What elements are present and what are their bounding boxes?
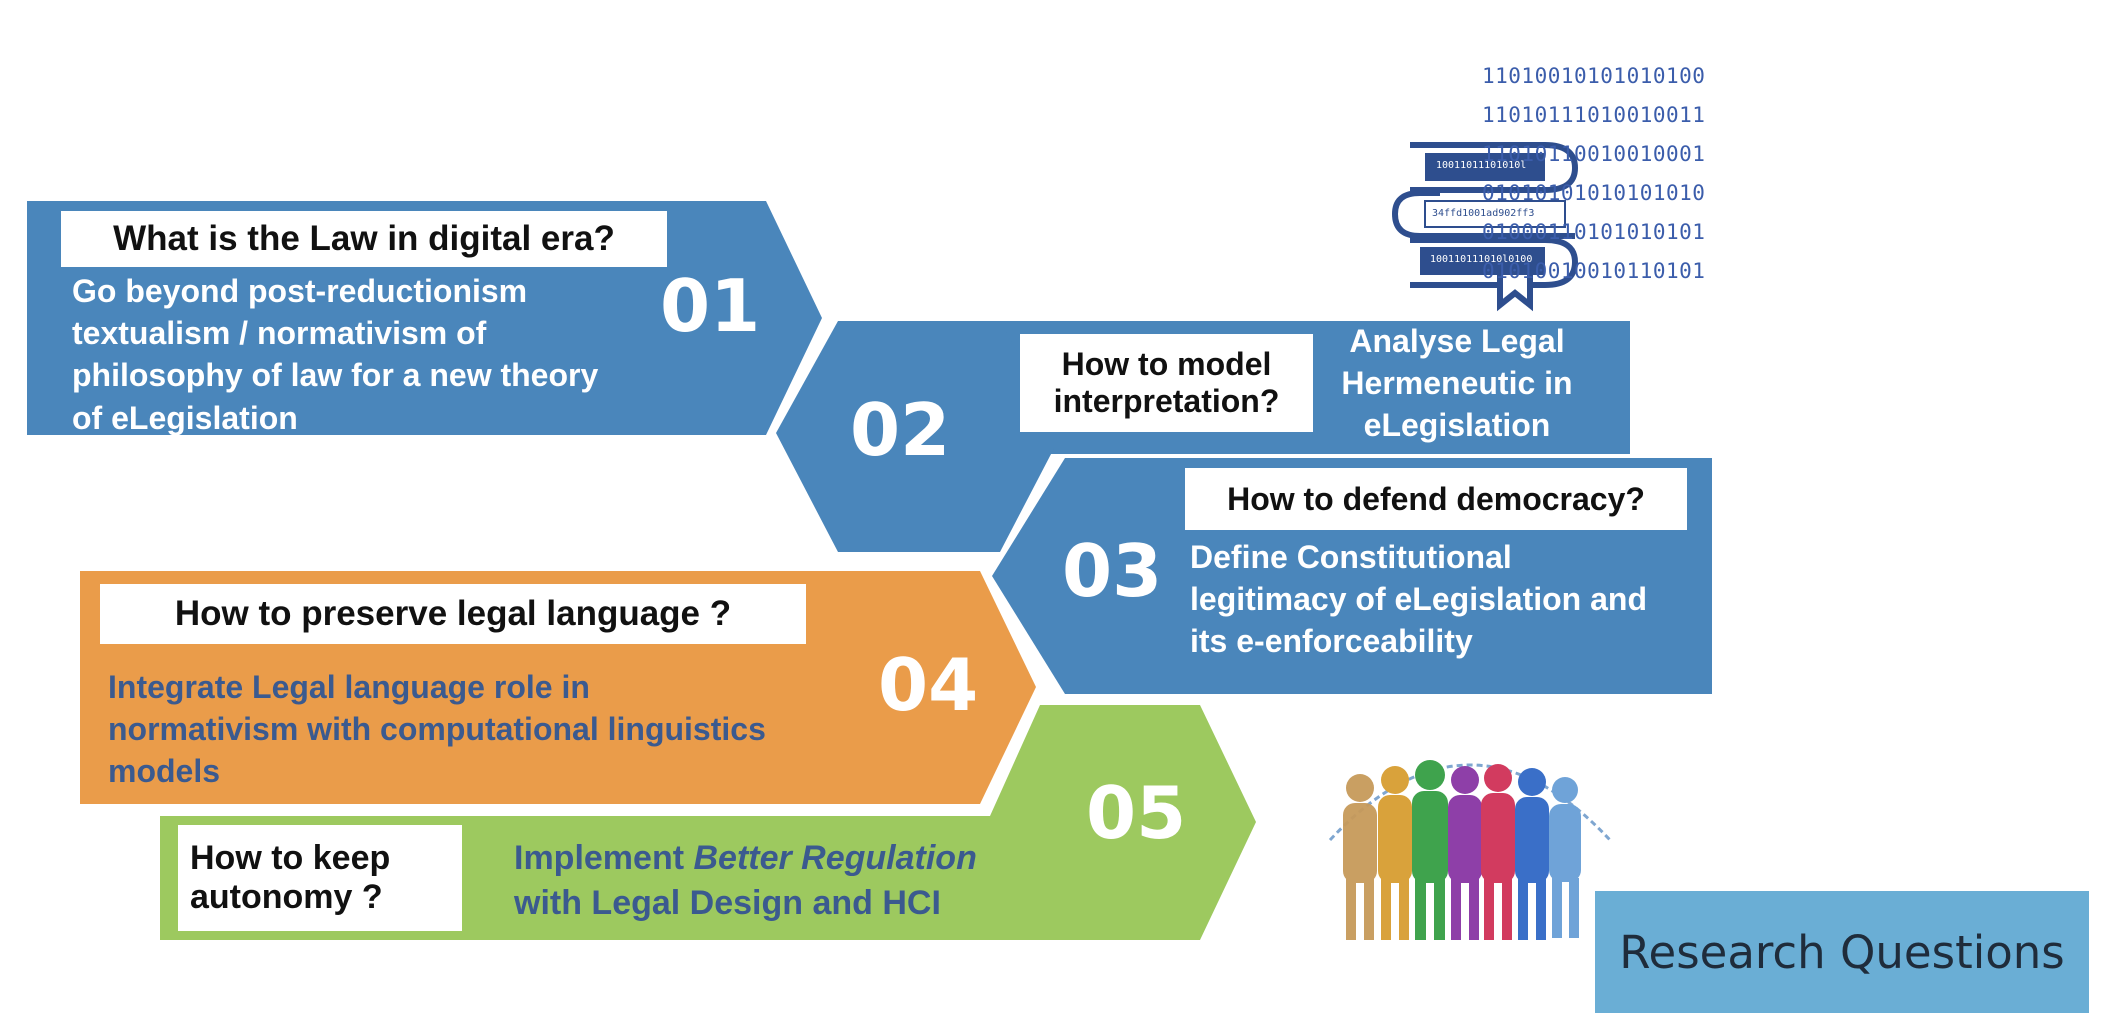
step-04-answer: Integrate Legal language role in normati… <box>108 666 888 793</box>
question-line: How to model <box>1061 346 1272 383</box>
binary-line: 11010010101010100 <box>1482 64 1706 88</box>
step-01-answer: Go beyond post-reductionism textualism /… <box>72 270 692 439</box>
book-label: 100110111010l0100 <box>1430 254 1533 265</box>
step-01-question: What is the Law in digital era? <box>61 211 667 267</box>
binary-line: 01010101010101010 <box>1482 181 1706 205</box>
question-line: autonomy ? <box>190 878 383 916</box>
step-04-question: How to preserve legal language ? <box>100 584 806 644</box>
answer-line: normativism with computational linguisti… <box>108 711 766 748</box>
question-line: How to keep <box>190 838 391 877</box>
answer-line: philosophy of law for a new theory <box>72 357 599 394</box>
answer-line: Analyse Legal <box>1349 323 1565 359</box>
diverse-crowd-icon <box>1328 760 1612 940</box>
answer-line: Implement Better Regulation <box>514 836 1114 881</box>
step-03-question: How to defend democracy? <box>1185 468 1687 530</box>
step-03-number: 03 <box>1062 529 1163 613</box>
answer-line: Integrate Legal language role in <box>108 669 590 705</box>
binary-line: 01010010010110101 <box>1482 259 1706 283</box>
step-02-number: 02 <box>850 388 951 472</box>
answer-line: legitimacy of eLegislation and <box>1190 581 1647 618</box>
book-label: 34ffd1001ad902ff3 <box>1432 208 1535 219</box>
step-02-answer: Analyse Legal Hermeneutic in eLegislatio… <box>1322 320 1592 447</box>
step-03-answer: Define Constitutional legitimacy of eLeg… <box>1190 536 1710 663</box>
book-label: 10011011101010l <box>1436 160 1527 171</box>
answer-line: with Legal Design and HCI <box>514 883 941 922</box>
answer-line: Hermeneutic in <box>1341 365 1573 402</box>
research-questions-badge: Research Questions <box>1595 891 2089 1013</box>
answer-line: textualism / normativism of <box>72 315 487 352</box>
step-01-number: 01 <box>660 264 761 348</box>
step-05-question: How to keep autonomy ? <box>178 825 462 931</box>
step-05-number: 05 <box>1086 771 1187 855</box>
answer-line: of eLegislation <box>72 399 298 436</box>
binary-line: 01000110101010101 <box>1482 220 1706 244</box>
step-04-number: 04 <box>878 643 979 727</box>
answer-line: Define Constitutional <box>1190 539 1512 575</box>
step-05-answer: Implement Better Regulation with Legal D… <box>514 836 1114 926</box>
answer-emphasis: Better Regulation <box>693 839 977 877</box>
binary-line: 11010111010010011 <box>1482 103 1706 127</box>
answer-line: eLegislation <box>1363 407 1551 444</box>
answer-prefix: Implement <box>514 839 694 877</box>
step-02-question: How to model interpretation? <box>1020 334 1313 432</box>
question-line: interpretation? <box>1053 383 1280 419</box>
step-02-hexagon <box>776 321 1062 552</box>
answer-line: Go beyond post-reductionism <box>72 273 528 309</box>
binary-line: 11010110010010001 <box>1482 142 1706 166</box>
answer-line: its e-enforceability <box>1190 623 1473 660</box>
answer-line: models <box>108 753 221 790</box>
stacked-books-icon <box>1391 142 1579 312</box>
